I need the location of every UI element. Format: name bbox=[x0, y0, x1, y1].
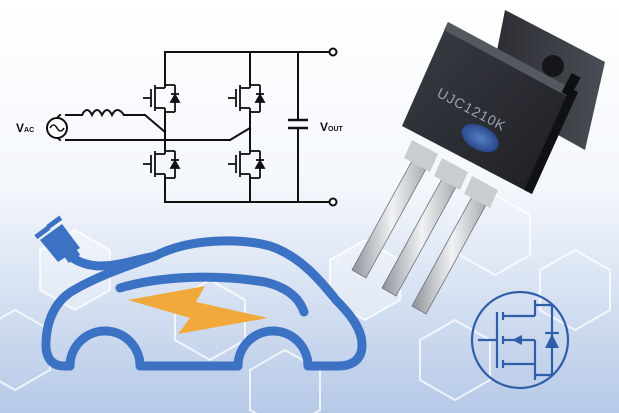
ac-source-icon bbox=[46, 117, 68, 139]
vout-label: VOUT bbox=[320, 120, 344, 134]
transistor-leads bbox=[351, 140, 498, 315]
output-terminals bbox=[328, 47, 338, 207]
mosfet-icon bbox=[143, 84, 266, 179]
inductor-icon bbox=[81, 109, 125, 118]
mounting-hole bbox=[542, 55, 564, 77]
lightning-bolt-icon bbox=[128, 286, 268, 334]
to247-transistor: UJC1210K bbox=[351, 10, 605, 315]
capacitor-icon bbox=[288, 118, 308, 130]
transistor-body bbox=[402, 22, 578, 194]
inverter-circuit bbox=[53, 51, 331, 203]
plug-icon bbox=[34, 215, 81, 263]
logo-dots bbox=[461, 123, 499, 153]
vac-label: VAC bbox=[16, 121, 34, 135]
electric-car-icon bbox=[41, 236, 367, 371]
mosfet-symbol-icon bbox=[470, 290, 570, 390]
